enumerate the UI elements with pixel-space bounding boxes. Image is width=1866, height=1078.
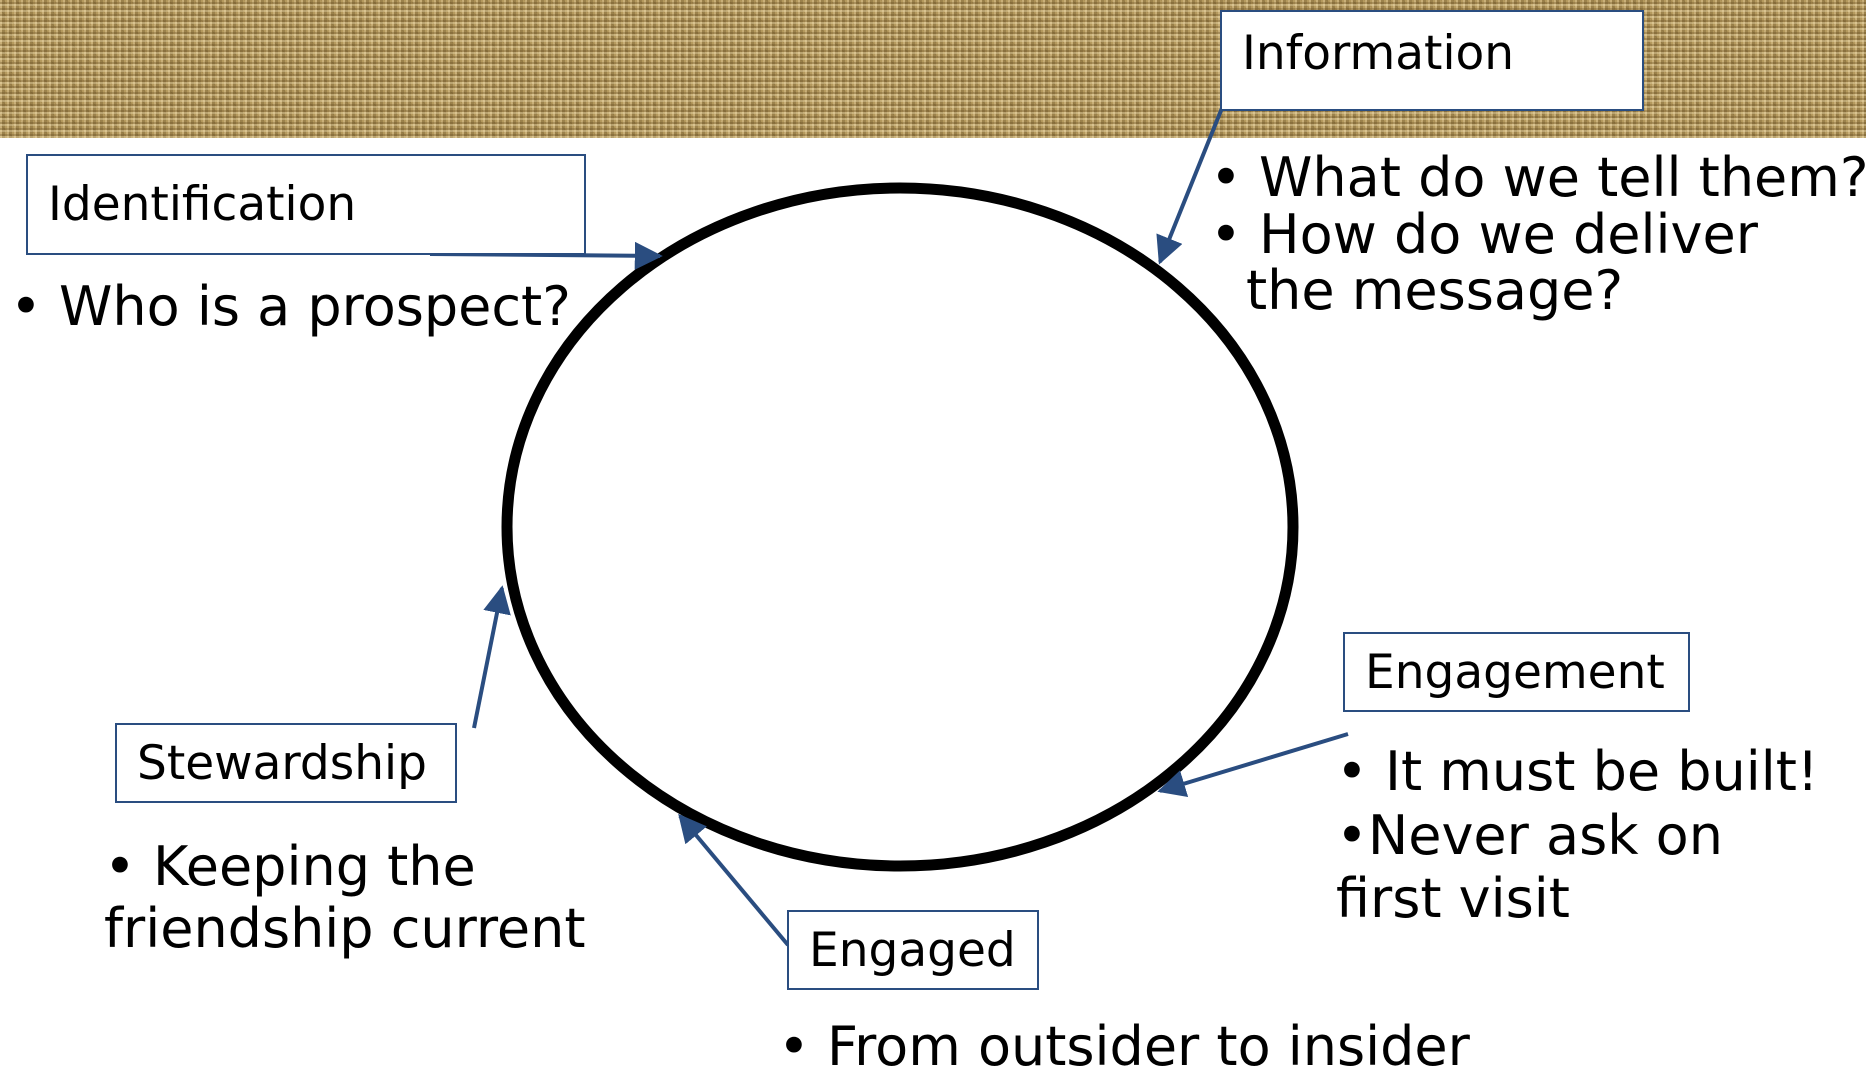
engaged-bullets: • From outsider to insider bbox=[778, 1018, 1470, 1076]
engaged-label: Engaged bbox=[809, 922, 1016, 978]
information-bullet-2-cont: the message? bbox=[1246, 259, 1624, 323]
engagement-bullets: • It must be built! •Never ask on first … bbox=[1336, 740, 1819, 931]
engagement-arrow bbox=[1157, 732, 1349, 798]
cycle-ellipse bbox=[501, 182, 1299, 872]
engagement-bullet-2: •Never ask on bbox=[1336, 803, 1723, 867]
engagement-box: Engagement bbox=[1343, 632, 1690, 712]
identification-bullet-1: • Who is a prospect? bbox=[10, 275, 571, 338]
engagement-bullet-2-cont: first visit bbox=[1336, 867, 1570, 931]
stewardship-bullet-1: • Keeping the bbox=[104, 835, 476, 898]
stewardship-bullets: • Keeping the friendship current bbox=[104, 836, 586, 959]
stewardship-label: Stewardship bbox=[137, 735, 427, 791]
information-label: Information bbox=[1242, 26, 1515, 81]
engaged-arrow bbox=[678, 813, 790, 947]
stewardship-box: Stewardship bbox=[115, 723, 457, 803]
information-bullets: • What do we tell them? • How do we deli… bbox=[1210, 146, 1866, 323]
stewardship-bullet-1-cont: friendship current bbox=[104, 896, 586, 960]
engagement-bullet-1: • It must be built! bbox=[1336, 740, 1819, 803]
engaged-bullet-1: • From outsider to insider bbox=[778, 1015, 1470, 1078]
information-box: Information bbox=[1220, 10, 1644, 111]
information-arrow bbox=[1156, 107, 1224, 265]
information-bullet-1: • What do we tell them? bbox=[1210, 146, 1866, 209]
identification-label: Identification bbox=[48, 177, 357, 232]
identification-bullets: • Who is a prospect? bbox=[10, 278, 571, 336]
identification-box: Identification bbox=[26, 154, 586, 255]
engaged-box: Engaged bbox=[787, 910, 1039, 990]
information-bullet-2: • How do we deliver bbox=[1210, 202, 1758, 266]
stewardship-arrow bbox=[472, 585, 511, 729]
engagement-label: Engagement bbox=[1365, 644, 1665, 700]
